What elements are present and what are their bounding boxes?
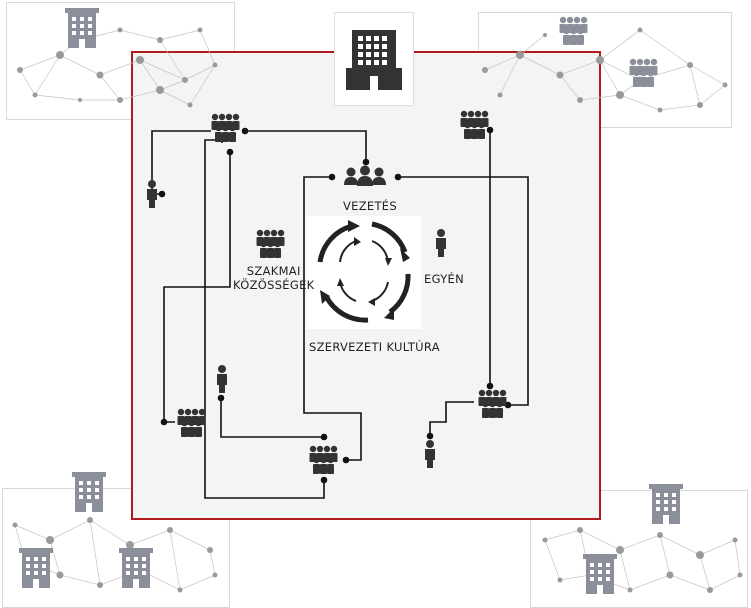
cycle-arrows-icon [320, 224, 408, 320]
professional-communities-label: SZAKMAI KÖZÖSSÉGEK [233, 264, 314, 292]
group-icon [479, 390, 507, 418]
person-icon [217, 365, 227, 393]
group-icon [461, 111, 489, 139]
person-icon [147, 180, 157, 208]
group-icon [178, 409, 206, 437]
leadership-label: VEZETÉS [343, 199, 397, 213]
organizational-culture-label: SZERVEZETI KULTÚRA [309, 340, 440, 354]
group-icon [212, 114, 240, 142]
leadership-group-icon [344, 166, 386, 187]
person-icon [436, 229, 446, 257]
person-icon [425, 440, 435, 468]
individual-label: EGYÉN [424, 272, 464, 286]
group-icon [257, 230, 285, 258]
building-icon [346, 30, 402, 90]
group-icon [310, 446, 338, 474]
